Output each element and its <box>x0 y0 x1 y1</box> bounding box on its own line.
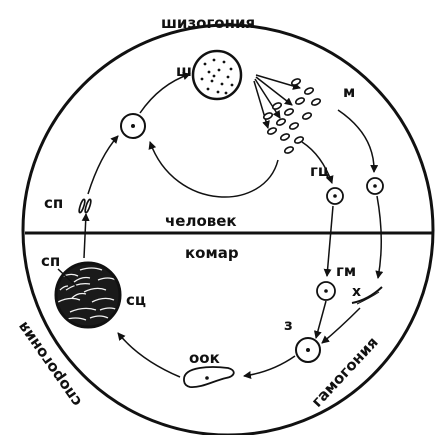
schizogony-label: шизогония <box>161 14 255 32</box>
arrow-sporozoites-to-trophozoite <box>88 136 118 194</box>
gametocyte-right-nucleus <box>373 184 377 188</box>
arrow-macrogamete-to-zygote <box>316 301 326 338</box>
sporozoites-lower-label: сп <box>41 252 60 270</box>
arrow-zygote-to-ookinete <box>244 356 295 376</box>
mosquito-host-label: комар <box>185 244 239 262</box>
arrow-microgamete-to-zygote <box>322 308 360 343</box>
arrow-ookinete-to-oocyst <box>118 333 180 377</box>
flagellum-label: х <box>352 284 361 300</box>
human-host-label: человек <box>165 212 237 230</box>
arrow-to-microgamete <box>377 196 381 278</box>
arrow-to-gametocyte-right <box>338 110 374 172</box>
ookinete-cell <box>184 367 234 387</box>
arrow-merozoite-reinvasion <box>150 142 278 197</box>
ookinete-nucleus <box>205 376 209 380</box>
arrow-oocyst-to-sporozoites <box>84 214 86 258</box>
gametocyte-left-nucleus <box>333 194 337 198</box>
macrogamete-nucleus <box>324 289 328 293</box>
trophozoite-nucleus <box>131 124 135 128</box>
released-sporozoites <box>78 199 92 213</box>
arrow-to-macrogamete <box>327 206 333 276</box>
zygote-nucleus <box>306 348 310 352</box>
ookinete-label: оок <box>189 349 220 367</box>
zygote-label: з <box>284 316 293 334</box>
schizont-label: ш <box>176 62 192 80</box>
merozoites-label: м <box>343 83 355 101</box>
gametes-label: гм <box>336 262 356 280</box>
gametocytes-label: гц <box>310 162 329 180</box>
oocyst-label: сц <box>126 291 146 309</box>
sporozoites-upper-label: сп <box>44 194 63 212</box>
